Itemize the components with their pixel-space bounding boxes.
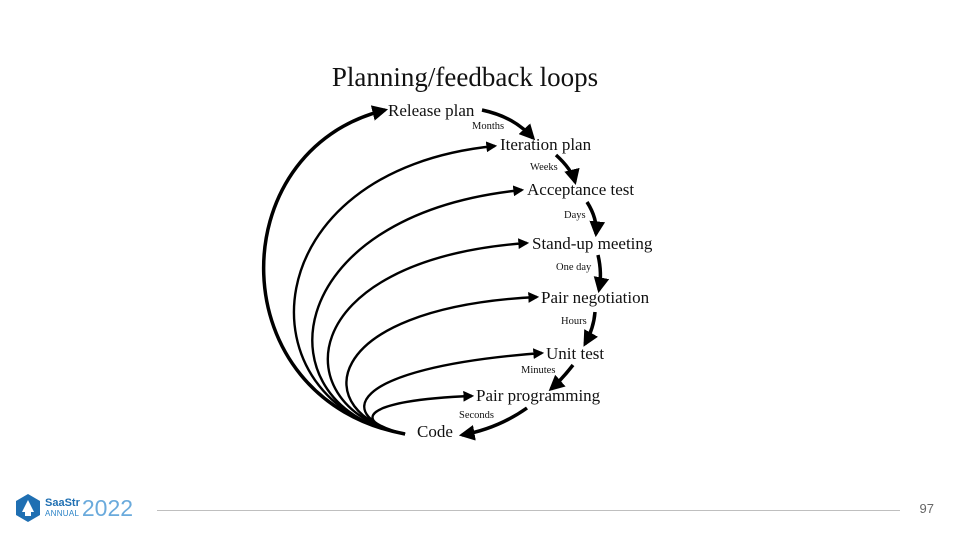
chain-arrow-days: [585, 201, 606, 238]
chain-arrow-months: [481, 108, 536, 141]
edge-label-days: Days: [564, 210, 586, 221]
loop-arc-standup: [326, 238, 530, 436]
node-code: Code: [417, 422, 453, 441]
chain-arrow-hours: [583, 311, 599, 347]
logo-wordmark: SaaStr ANNUAL: [45, 498, 80, 518]
node-pair-programming: Pair programming: [476, 386, 601, 405]
node-acceptance-test: Acceptance test: [527, 180, 635, 199]
loop-arc-release-plan: [261, 105, 406, 436]
edge-label-weeks: Weeks: [530, 162, 558, 173]
chain-arrow-seconds: [458, 406, 529, 441]
chain-arrow-one-day: [593, 254, 610, 294]
edge-label-hours: Hours: [561, 316, 587, 327]
node-unit-test: Unit test: [546, 344, 605, 363]
edge-label-months: Months: [472, 121, 505, 132]
loop-arc-iteration-plan: [292, 141, 498, 436]
chain-arrow-weeks: [554, 153, 580, 186]
edge-label-seconds: Seconds: [459, 410, 494, 421]
node-release-plan: Release plan: [388, 101, 475, 120]
logo-brand: SaaStr: [45, 497, 80, 509]
diagram-title: Planning/feedback loops: [331, 62, 599, 92]
saastr-logo: SaaStr ANNUAL 2022: [14, 492, 133, 524]
logo-annual: ANNUAL: [45, 509, 80, 518]
node-iteration-plan: Iteration plan: [500, 135, 592, 154]
edge-label-one-day: One day: [556, 262, 592, 273]
saastr-badge-icon: [14, 493, 42, 523]
page-number: 97: [919, 501, 934, 516]
edge-label-minutes: Minutes: [521, 365, 556, 376]
node-pair-negotiation: Pair negotiation: [541, 288, 650, 307]
logo-year: 2022: [81, 494, 134, 521]
loop-arc-pair-programming: [371, 390, 475, 436]
node-standup-meeting: Stand-up meeting: [532, 234, 653, 253]
footer-divider: [157, 510, 900, 511]
chain-arrow-minutes: [548, 363, 575, 392]
loop-arc-acceptance-test: [311, 185, 525, 436]
